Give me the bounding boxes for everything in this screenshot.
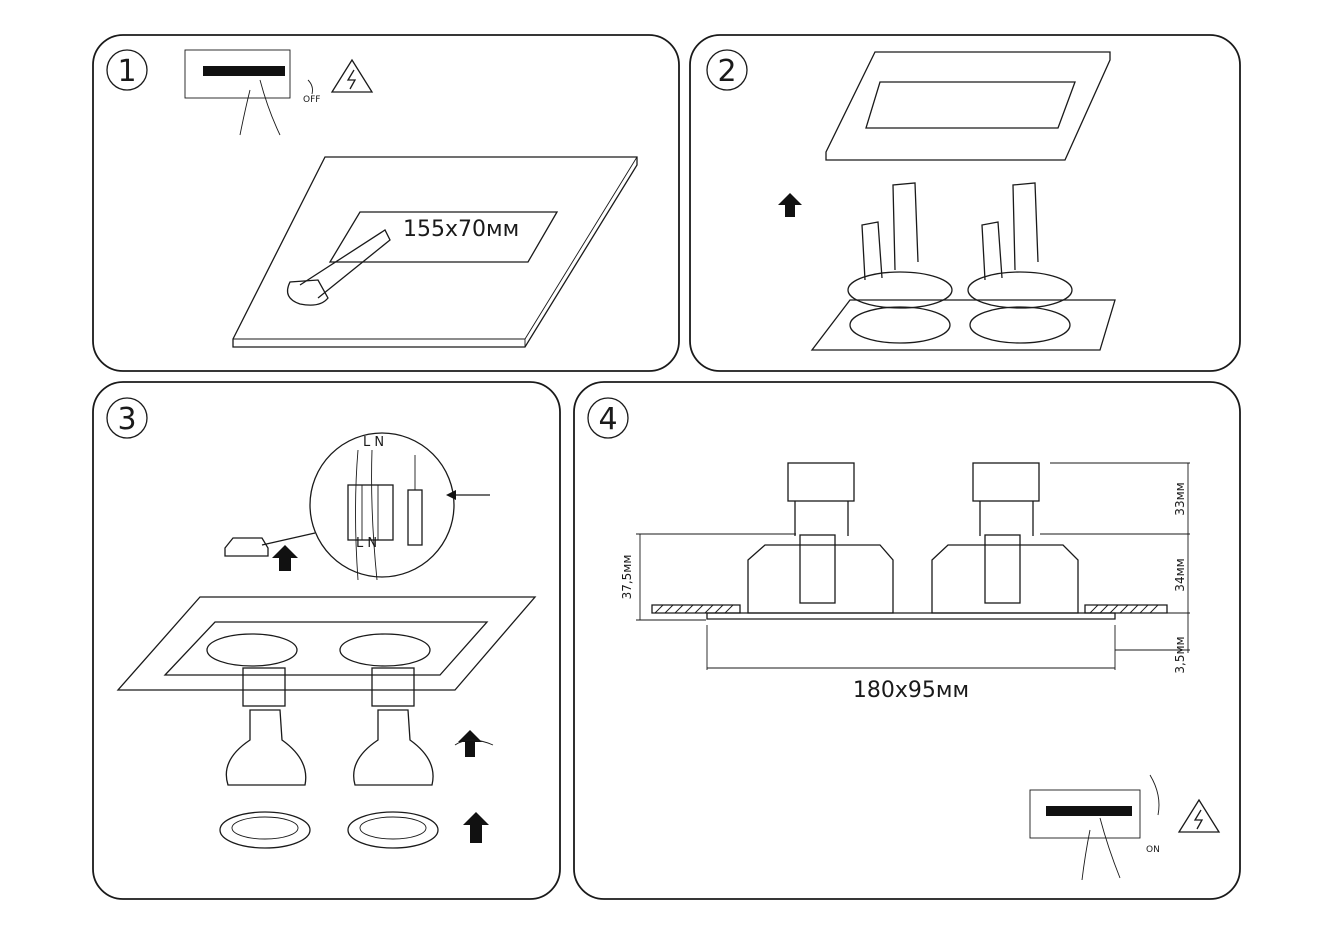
ceiling-board: [232, 156, 638, 348]
rotate-arrow-icon: [307, 79, 313, 95]
circuit-breaker-icon: [1029, 789, 1141, 881]
up-arrow-rotate-icon: [458, 730, 482, 757]
frame-with-lamps: [116, 596, 537, 849]
up-arrow-icon: [272, 545, 298, 571]
ceiling-panel: [825, 51, 1111, 161]
up-arrow-icon: [778, 193, 802, 217]
terminal-connector-icon: [224, 537, 269, 557]
height-bottom-label: 3,5мм: [1173, 636, 1187, 673]
overall-size-label: 180x95мм: [853, 678, 969, 703]
step-number: 4: [598, 402, 617, 437]
step-3-panel: 3 L N L N: [92, 381, 561, 900]
circuit-breaker-icon: [184, 49, 291, 136]
switch-on-label: ON: [1146, 845, 1160, 855]
step-number: 1: [117, 54, 136, 89]
height-top-label: 33мм: [1173, 482, 1187, 515]
step-4-panel: 4 37,5мм 33мм 34мм 3,5мм 180x95мм ON: [573, 381, 1241, 900]
step-2-panel: 2: [689, 34, 1241, 372]
high-voltage-warning-icon: [1177, 798, 1221, 833]
double-spotlight-frame: [810, 182, 1116, 351]
side-view-drawing: [636, 462, 1190, 670]
height-total-label: 37,5мм: [620, 555, 634, 600]
wire-labels-top: L N: [363, 435, 384, 450]
high-voltage-warning-icon: [330, 58, 374, 93]
height-mid-label: 34мм: [1173, 558, 1187, 591]
step-number: 3: [117, 402, 136, 437]
switch-off-label: OFF: [303, 95, 320, 105]
up-arrow-icon: [463, 812, 489, 843]
step-1-panel: 1 OFF 155x70мм: [92, 34, 680, 372]
cutout-size-label: 155x70мм: [403, 217, 519, 242]
rotate-arrow-icon: [1149, 774, 1160, 816]
step-number: 2: [717, 54, 736, 89]
saw-icon: [286, 229, 391, 306]
wire-labels-bottom: L N: [356, 536, 377, 551]
step-number-circle: [106, 49, 148, 91]
rotate-icon: [454, 739, 494, 746]
terminal-block-detail: [261, 432, 490, 581]
